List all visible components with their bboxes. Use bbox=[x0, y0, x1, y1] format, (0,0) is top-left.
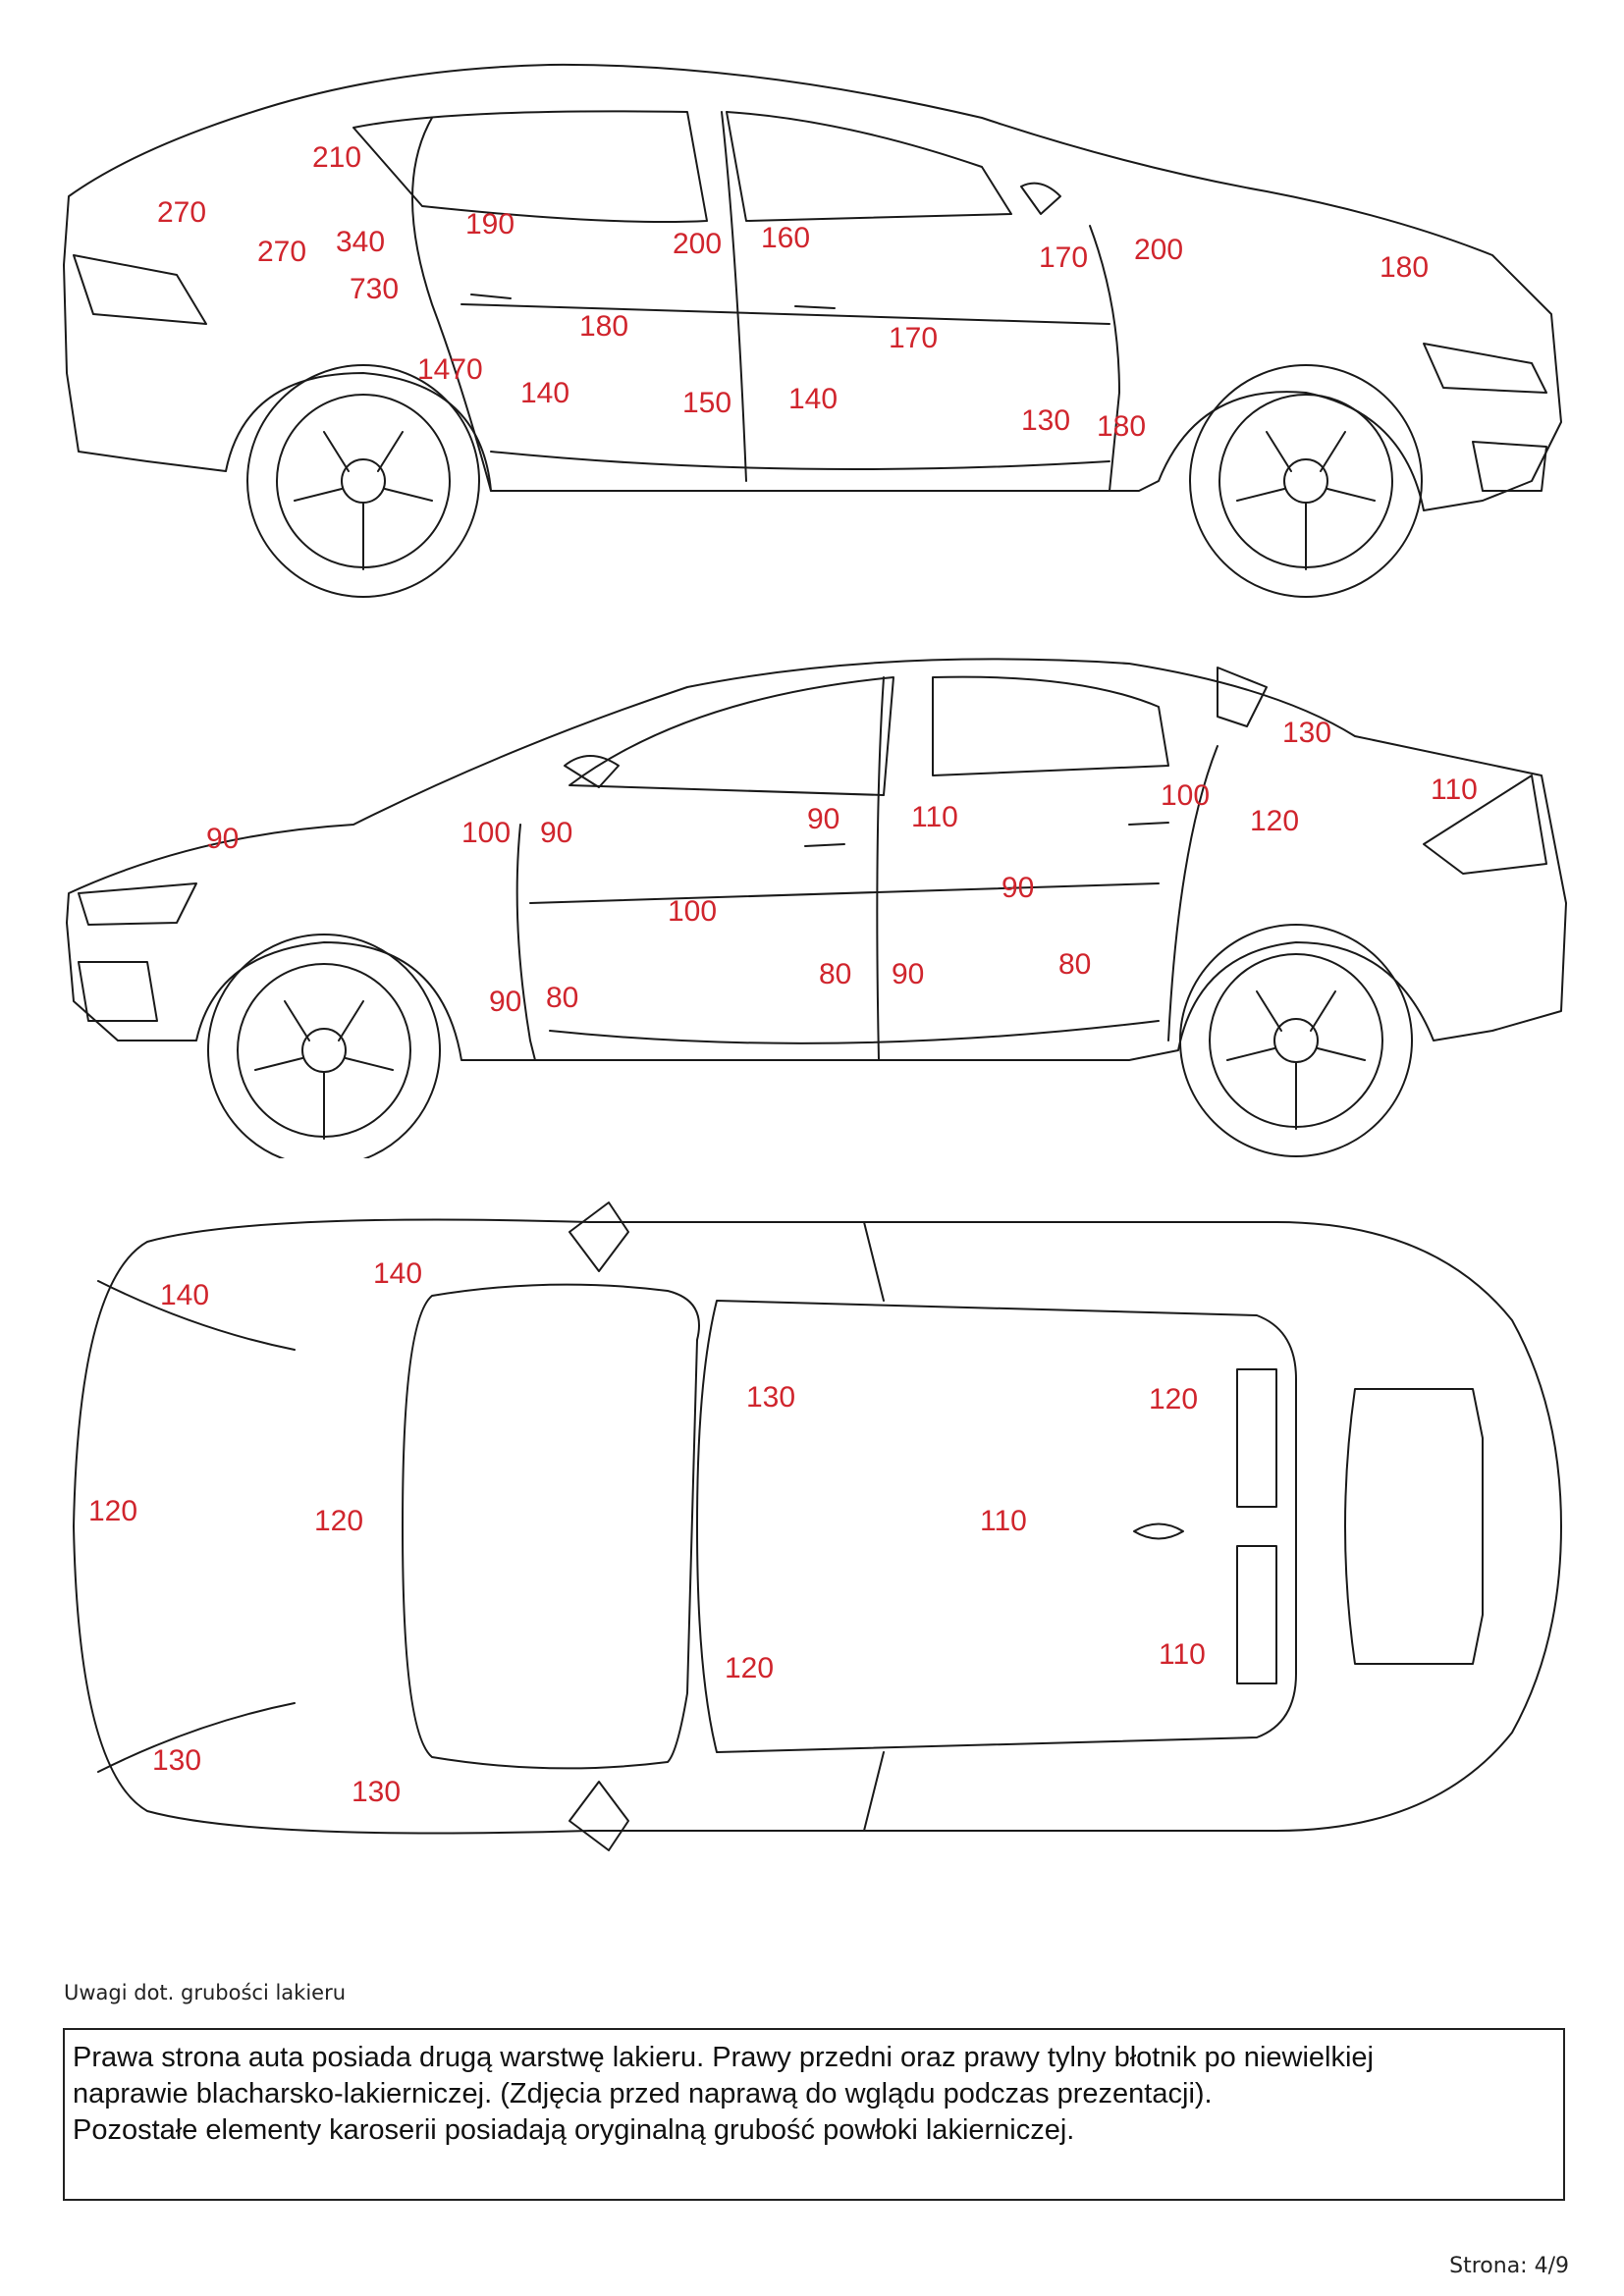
car-top-view: 140 140 130 120 120 120 110 120 110 130 … bbox=[0, 1183, 1624, 1870]
paint-reading: 100 bbox=[461, 817, 512, 849]
paint-reading: 340 bbox=[336, 226, 386, 258]
paint-reading: 90 bbox=[489, 986, 522, 1018]
paint-reading: 120 bbox=[1149, 1383, 1199, 1415]
car-left-side-outline bbox=[66, 658, 1567, 1158]
paint-reading: 110 bbox=[911, 801, 958, 833]
paint-reading: 190 bbox=[465, 208, 515, 240]
paint-reading: 160 bbox=[761, 222, 811, 254]
notes-box: Prawa strona auta posiada drugą warstwę … bbox=[63, 2028, 1565, 2201]
paint-reading: 140 bbox=[373, 1257, 423, 1290]
paint-reading: 200 bbox=[673, 228, 723, 260]
paint-reading: 120 bbox=[725, 1652, 775, 1684]
paint-reading: 270 bbox=[257, 236, 307, 268]
paint-reading: 140 bbox=[160, 1279, 210, 1311]
notes-line: naprawie blacharsko-lakierniczej. (Zdjęc… bbox=[73, 2078, 1213, 2109]
paint-reading: 100 bbox=[668, 895, 718, 928]
paint-reading: 90 bbox=[892, 958, 925, 990]
paint-reading: 730 bbox=[350, 273, 400, 305]
paint-reading: 120 bbox=[1250, 805, 1300, 837]
car-top-outline bbox=[73, 1201, 1562, 1851]
paint-reading: 110 bbox=[1159, 1638, 1206, 1671]
paint-reading: 120 bbox=[314, 1505, 364, 1537]
paint-reading: 120 bbox=[88, 1495, 138, 1527]
paint-reading: 80 bbox=[1058, 948, 1092, 981]
paint-reading: 130 bbox=[746, 1381, 796, 1414]
paint-reading: 90 bbox=[206, 823, 240, 855]
notes-line: Prawa strona auta posiada drugą warstwę … bbox=[73, 2042, 1374, 2073]
paint-reading: 90 bbox=[1001, 872, 1035, 904]
paint-reading: 90 bbox=[807, 803, 840, 835]
paint-reading: 200 bbox=[1134, 234, 1184, 266]
paint-reading: 130 bbox=[152, 1744, 202, 1777]
paint-reading: 170 bbox=[889, 322, 939, 354]
page-number: Strona: 4/9 bbox=[1449, 2254, 1569, 2278]
notes-line: Pozostałe elementy karoserii posiadają o… bbox=[73, 2114, 1075, 2146]
paint-reading: 180 bbox=[1097, 410, 1147, 443]
car-left-side-view: 130 110 90 100 90 90 110 100 120 100 90 … bbox=[0, 628, 1624, 1158]
paint-reading: 140 bbox=[788, 383, 839, 415]
paint-reading: 110 bbox=[980, 1505, 1027, 1537]
paint-reading: 130 bbox=[1021, 404, 1071, 437]
paint-reading: 110 bbox=[1431, 774, 1478, 806]
paint-reading: 80 bbox=[546, 982, 579, 1014]
paint-reading: 80 bbox=[819, 958, 852, 990]
paint-reading: 1470 bbox=[417, 353, 483, 386]
paint-reading: 130 bbox=[1282, 717, 1332, 749]
paint-reading: 130 bbox=[352, 1776, 402, 1808]
notes-label: Uwagi dot. grubości lakieru bbox=[64, 1981, 347, 2004]
paint-reading: 210 bbox=[312, 141, 362, 174]
paint-reading: 100 bbox=[1161, 779, 1211, 812]
paint-reading: 180 bbox=[579, 310, 629, 343]
paint-reading: 170 bbox=[1039, 241, 1089, 274]
car-right-side-view: 210 270 270 340 190 200 160 170 200 180 … bbox=[0, 49, 1624, 599]
paint-reading: 90 bbox=[540, 817, 573, 849]
paint-reading: 150 bbox=[682, 387, 732, 419]
car-right-side-outline bbox=[63, 63, 1562, 598]
paint-reading: 140 bbox=[520, 377, 570, 409]
paint-reading: 270 bbox=[157, 196, 207, 229]
paint-reading: 180 bbox=[1380, 251, 1430, 284]
